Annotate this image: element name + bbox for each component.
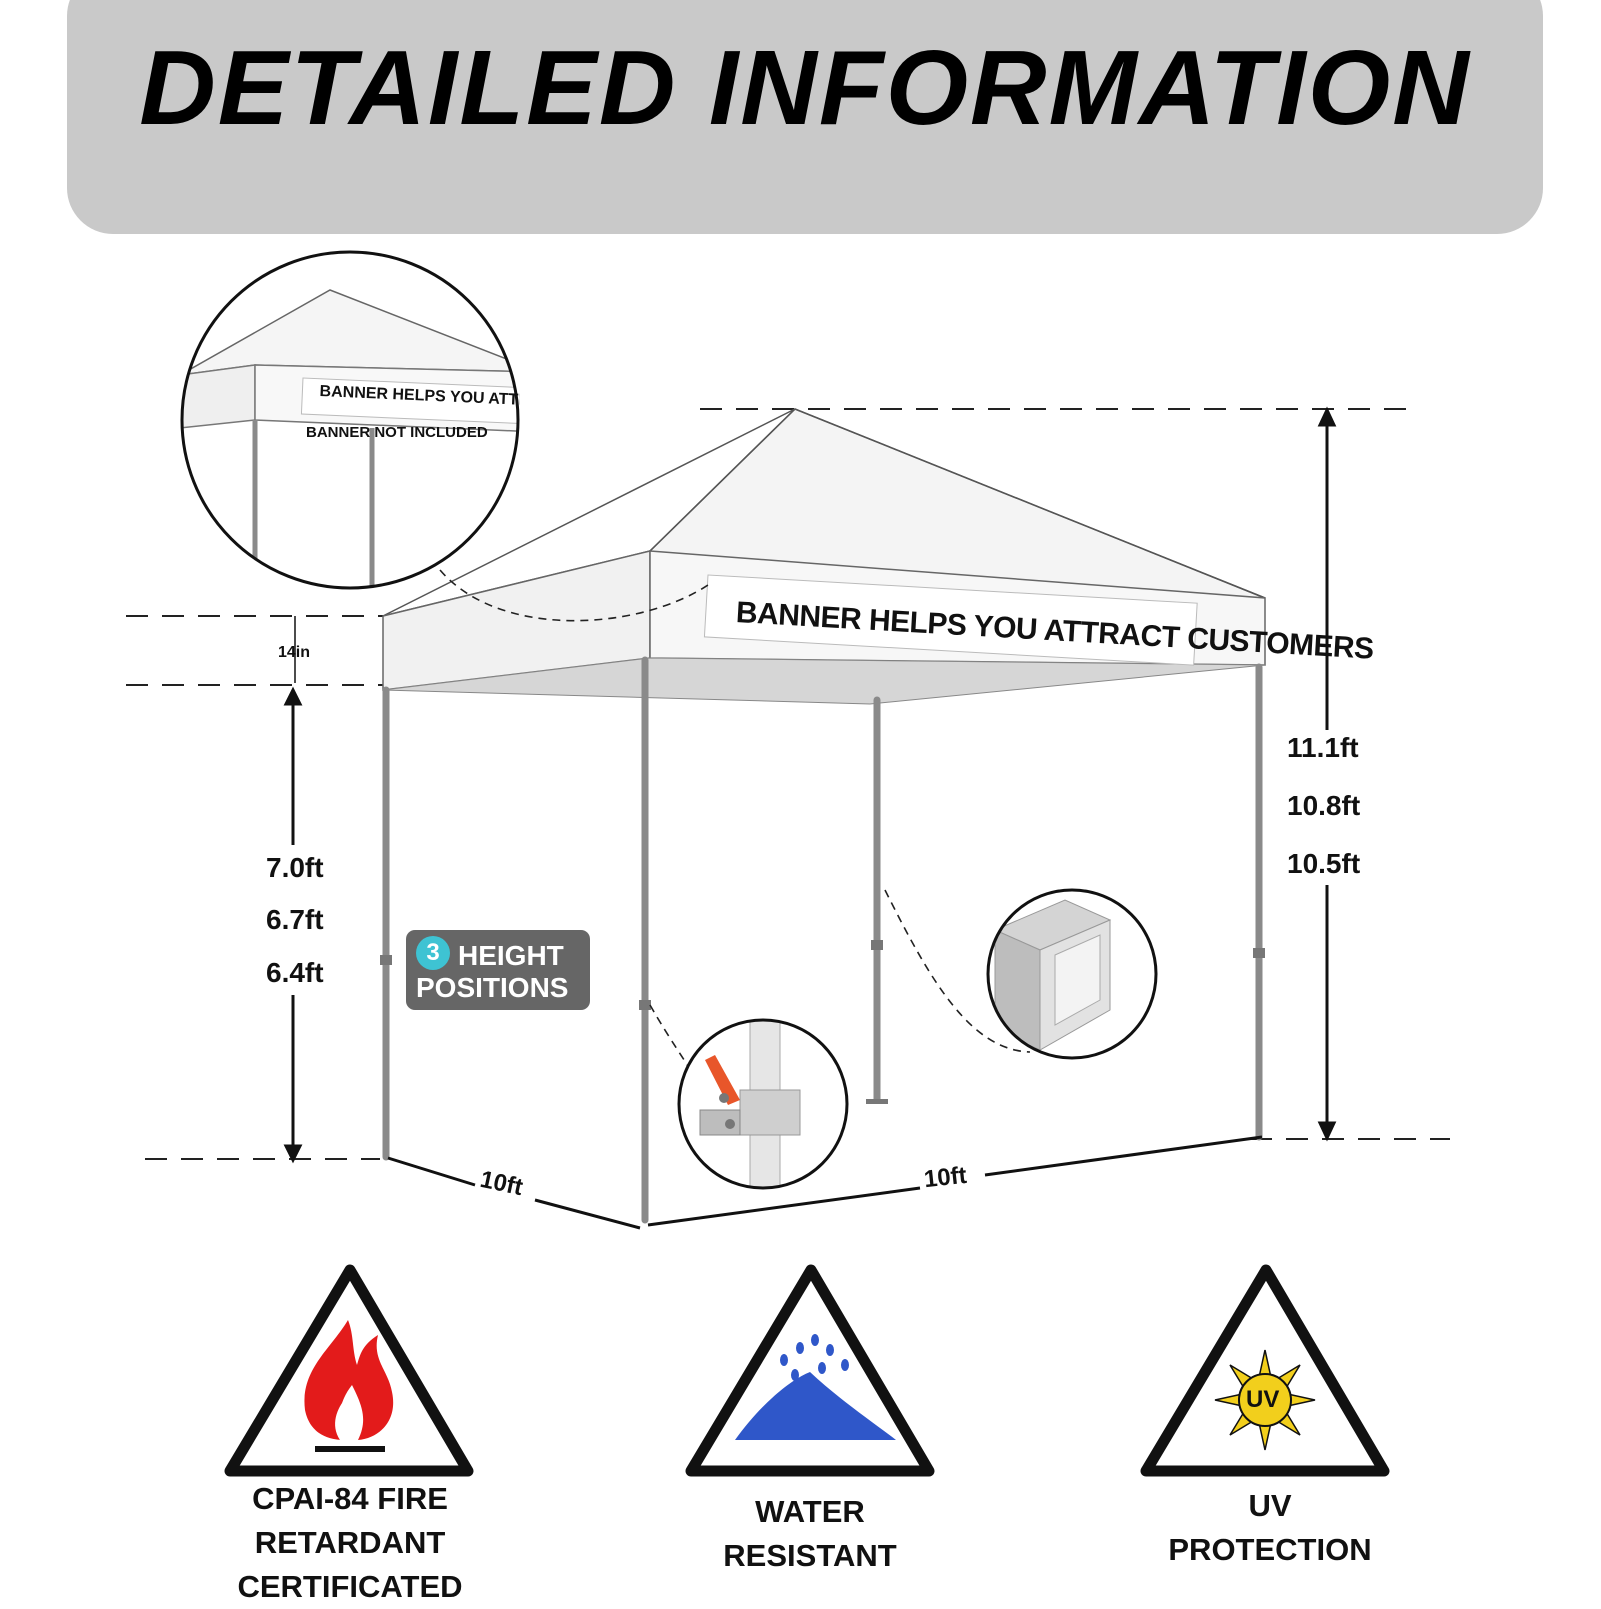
header-banner: DETAILED INFORMATION xyxy=(67,0,1543,234)
badge-line-1: HEIGHT xyxy=(458,940,564,971)
inset-tube-view xyxy=(986,888,1158,1060)
fire-warning-icon xyxy=(224,1264,474,1477)
inset-latch-view xyxy=(677,1018,849,1190)
total-height-label-1: 11.1ft xyxy=(1287,732,1359,763)
leg-height-label-2: 6.7ft xyxy=(266,904,324,935)
dimension-arrows xyxy=(283,406,1337,1230)
feature-uv-line-2: PROTECTION xyxy=(1168,1532,1372,1567)
badge-line-2: POSITIONS xyxy=(416,972,569,1003)
page-title: DETAILED INFORMATION xyxy=(139,29,1471,147)
leg-joints xyxy=(380,940,1265,1104)
width-label-right: 10ft xyxy=(922,1161,968,1194)
inset-banner-view xyxy=(180,250,520,590)
uv-warning-icon xyxy=(1140,1264,1390,1477)
feature-fire-line-2: RETARDANT xyxy=(254,1525,446,1560)
valance-height-label: 14in xyxy=(278,644,311,661)
feature-fire-line-1: CPAI-84 FIRE xyxy=(252,1481,448,1516)
leg-height-label-1: 7.0ft xyxy=(266,852,324,883)
water-warning-icon xyxy=(685,1264,935,1477)
banner-not-included-note: BANNER NOT INCLUDED xyxy=(306,424,488,441)
feature-uv-label: UV PROTECTION xyxy=(1120,1484,1420,1572)
leg-height-label-3: 6.4ft xyxy=(266,957,324,988)
banner-strip xyxy=(703,574,1198,666)
feature-fire-line-3: CERTIFICATED xyxy=(237,1569,463,1604)
feature-water-label: WATER RESISTANT xyxy=(660,1490,960,1578)
height-positions-badge: 3 HEIGHT POSITIONS xyxy=(406,930,590,1010)
feature-fire-label: CPAI-84 FIRE RETARDANT CERTIFICATED xyxy=(200,1477,500,1609)
feature-water-line-2: RESISTANT xyxy=(723,1538,897,1573)
total-height-label-3: 10.5ft xyxy=(1287,848,1361,879)
reference-lines xyxy=(126,408,1450,1160)
total-height-label-2: 10.8ft xyxy=(1287,790,1361,821)
feature-uv-line-1: UV xyxy=(1248,1488,1292,1523)
badge-number: 3 xyxy=(416,936,450,970)
feature-water-line-1: WATER xyxy=(755,1494,865,1529)
uv-sun-text: UV xyxy=(1246,1386,1280,1413)
canopy-legs xyxy=(382,656,1263,1224)
